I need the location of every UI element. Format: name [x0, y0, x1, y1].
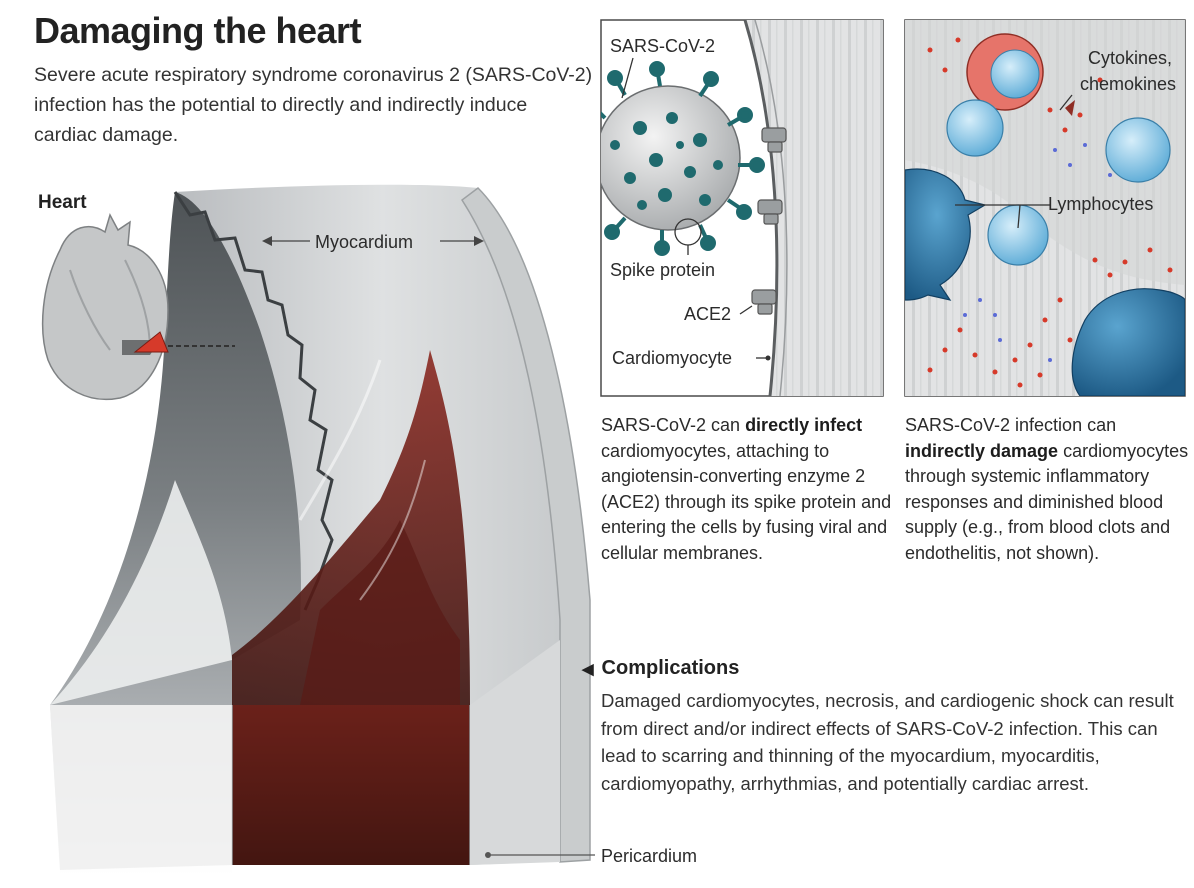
ace2-label: ACE2 — [684, 304, 731, 324]
heart-label: Heart — [38, 192, 87, 213]
indirect-desc-suffix: cardiomyocytes through systemic inflamma… — [905, 440, 1189, 563]
myocardium-arrow — [262, 236, 484, 246]
complications-title-text: Complications — [601, 657, 740, 679]
pericardium-label: Pericardium — [601, 846, 697, 866]
heart-icon — [41, 213, 235, 400]
pericardium-leader — [485, 852, 595, 858]
page-title: Damaging the heart — [34, 10, 362, 51]
complications-title: ◀ Complications — [582, 657, 739, 680]
left-arrow-icon: ◀ — [582, 661, 594, 678]
virus-label: SARS-CoV-2 — [610, 36, 715, 56]
direct-desc-suffix: cardiomyocytes, attaching to angiotensin… — [601, 440, 892, 563]
cardiomyocyte-label: Cardiomyocyte — [612, 348, 732, 368]
indirect-damage-panel — [904, 19, 1186, 397]
lymphocytes-label: Lymphocytes — [1048, 194, 1153, 214]
complications-text: Damaged cardiomyocytes, necrosis, and ca… — [601, 690, 1174, 794]
cytokines-label-line2: chemokines — [1080, 74, 1176, 94]
direct-desc-prefix: SARS-CoV-2 can — [601, 415, 746, 435]
heart-wall-cutaway — [50, 184, 591, 875]
direct-desc-bold: directly infect — [745, 415, 863, 435]
direct-infection-description: SARS-CoV-2 can directly infect cardiomyo… — [601, 413, 901, 566]
cytokines-label-line1: Cytokines, — [1088, 48, 1172, 68]
direct-infection-panel — [600, 19, 884, 397]
myocardium-label: Myocardium — [315, 232, 413, 252]
indirect-damage-description: SARS-CoV-2 infection can indirectly dama… — [905, 413, 1190, 566]
indirect-desc-prefix: SARS-CoV-2 infection can — [905, 415, 1117, 435]
page-subtitle: Severe acute respiratory syndrome corona… — [34, 64, 593, 146]
indirect-desc-bold: indirectly damage — [905, 440, 1059, 461]
spike-protein-label: Spike protein — [610, 260, 715, 280]
